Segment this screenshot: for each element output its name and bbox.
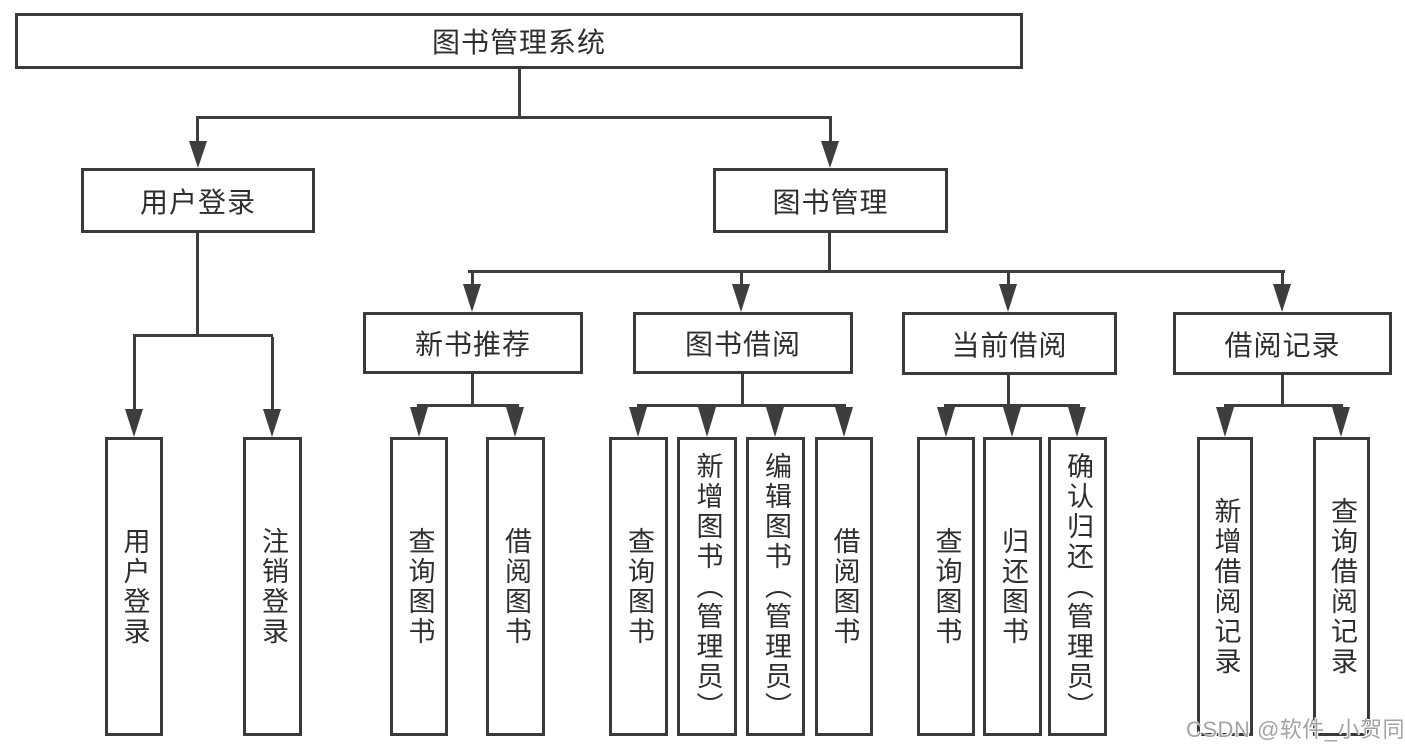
connector-group2-horizontal — [637, 404, 846, 407]
connector-group3-vertical — [1007, 374, 1010, 406]
node-label: 查询图书 — [931, 526, 962, 647]
leaf-query-books: 查询图书 — [917, 437, 975, 736]
leaf-edit-books-admin: 编辑图书（管理员） — [746, 437, 805, 736]
arrowhead-down-icon — [1332, 407, 1350, 437]
arrowhead-down-icon — [821, 141, 839, 168]
leaf-borrow-books: 借阅图书 — [815, 437, 873, 736]
node-label: 用户登录 — [119, 526, 150, 647]
node-label: 新增借阅记录 — [1210, 496, 1241, 677]
connector-group1-horizontal — [417, 404, 519, 407]
connector-group3-horizontal — [944, 404, 1080, 407]
node-label: 注销登录 — [258, 526, 288, 647]
arrowhead-down-icon — [263, 409, 281, 437]
csdn-watermark: CSDN @软件_小贺同学 — [1186, 717, 1405, 742]
node-label: 图书管理系统 — [431, 27, 606, 58]
node-label: 用户登录 — [139, 186, 256, 218]
node-label: 确认归还（管理员） — [1063, 451, 1093, 722]
arrowhead-down-icon — [125, 409, 143, 437]
connector-level2-horizontal — [196, 116, 832, 119]
connector-stem-new-book-rec — [471, 273, 474, 285]
arrowhead-down-icon — [1068, 407, 1086, 437]
node-borrowing-records: 借阅记录 — [1173, 312, 1392, 375]
arrowhead-down-icon — [732, 284, 750, 312]
connector-stem-user-login — [196, 119, 199, 143]
arrowhead-down-icon — [463, 284, 481, 312]
arrowhead-down-icon — [766, 407, 784, 437]
leaf-borrow-books: 借阅图书 — [486, 437, 545, 736]
connector-stem-book-mgmt — [829, 119, 832, 143]
leaf-user-login: 用户登录 — [105, 437, 163, 736]
arrowhead-down-icon — [1273, 284, 1291, 312]
arrowhead-down-icon — [835, 407, 853, 437]
node-label: 当前借阅 — [951, 329, 1068, 361]
leaf-logout: 注销登录 — [243, 437, 302, 736]
connector-stem-leaf-logout — [271, 337, 274, 411]
node-label: 借阅记录 — [1224, 329, 1341, 361]
leaf-add-books-admin: 新增图书（管理员） — [677, 437, 737, 736]
connector-book-mgmt-vertical — [828, 233, 831, 270]
leaf-add-borrow-record: 新增借阅记录 — [1197, 437, 1253, 736]
connector-user-login-horizontal — [133, 334, 273, 337]
connector-group1-vertical — [471, 374, 474, 406]
leaf-query-books: 查询图书 — [390, 437, 448, 736]
arrowhead-down-icon — [698, 407, 716, 437]
connector-stem-current-borrow — [1007, 273, 1010, 285]
node-label: 图书借阅 — [684, 329, 801, 360]
arrowhead-down-icon — [410, 407, 428, 437]
arrowhead-down-icon — [189, 141, 207, 168]
arrowhead-down-icon — [629, 407, 647, 437]
node-label: 借阅图书 — [829, 526, 860, 647]
node-label: 图书管理 — [772, 186, 889, 218]
node-label: 归还图书 — [998, 526, 1028, 647]
connector-stem-borrow-record — [1281, 273, 1284, 285]
connector-group4-vertical — [1281, 374, 1284, 406]
node-label: 编辑图书（管理员） — [761, 451, 791, 722]
node-label: 新书推荐 — [414, 329, 531, 360]
node-new-book-recommendation: 新书推荐 — [363, 312, 583, 374]
connector-group2-vertical — [741, 374, 744, 406]
arrowhead-down-icon — [1003, 407, 1021, 437]
connector-group4-horizontal — [1224, 404, 1343, 407]
connector-level3-horizontal — [468, 270, 1285, 273]
node-label: 查询图书 — [404, 526, 435, 647]
node-label: 查询图书 — [624, 526, 654, 647]
connector-user-login-vertical — [196, 233, 199, 336]
node-book-management: 图书管理 — [713, 168, 948, 233]
leaf-confirm-return-admin: 确认归还（管理员） — [1048, 437, 1107, 736]
connector-stem-leaf-user-login — [133, 337, 136, 411]
node-user-login: 用户登录 — [81, 168, 315, 233]
node-label: 借阅图书 — [501, 526, 531, 647]
node-book-borrowing: 图书借阅 — [633, 312, 853, 374]
leaf-query-books: 查询图书 — [609, 437, 668, 736]
arrowhead-down-icon — [937, 407, 955, 437]
connector-stem-book-borrow — [740, 273, 743, 285]
leaf-query-borrow-record: 查询借阅记录 — [1313, 437, 1370, 736]
node-label: 新增图书（管理员） — [692, 451, 723, 722]
node-label: 查询借阅记录 — [1327, 496, 1357, 677]
leaf-return-books: 归还图书 — [983, 437, 1042, 736]
node-library-management-system: 图书管理系统 — [15, 13, 1023, 69]
arrowhead-down-icon — [506, 407, 524, 437]
arrowhead-down-icon — [999, 284, 1017, 312]
node-current-borrowing: 当前借阅 — [902, 312, 1117, 375]
arrowhead-down-icon — [1216, 407, 1234, 437]
connector-root-vertical — [518, 69, 521, 119]
